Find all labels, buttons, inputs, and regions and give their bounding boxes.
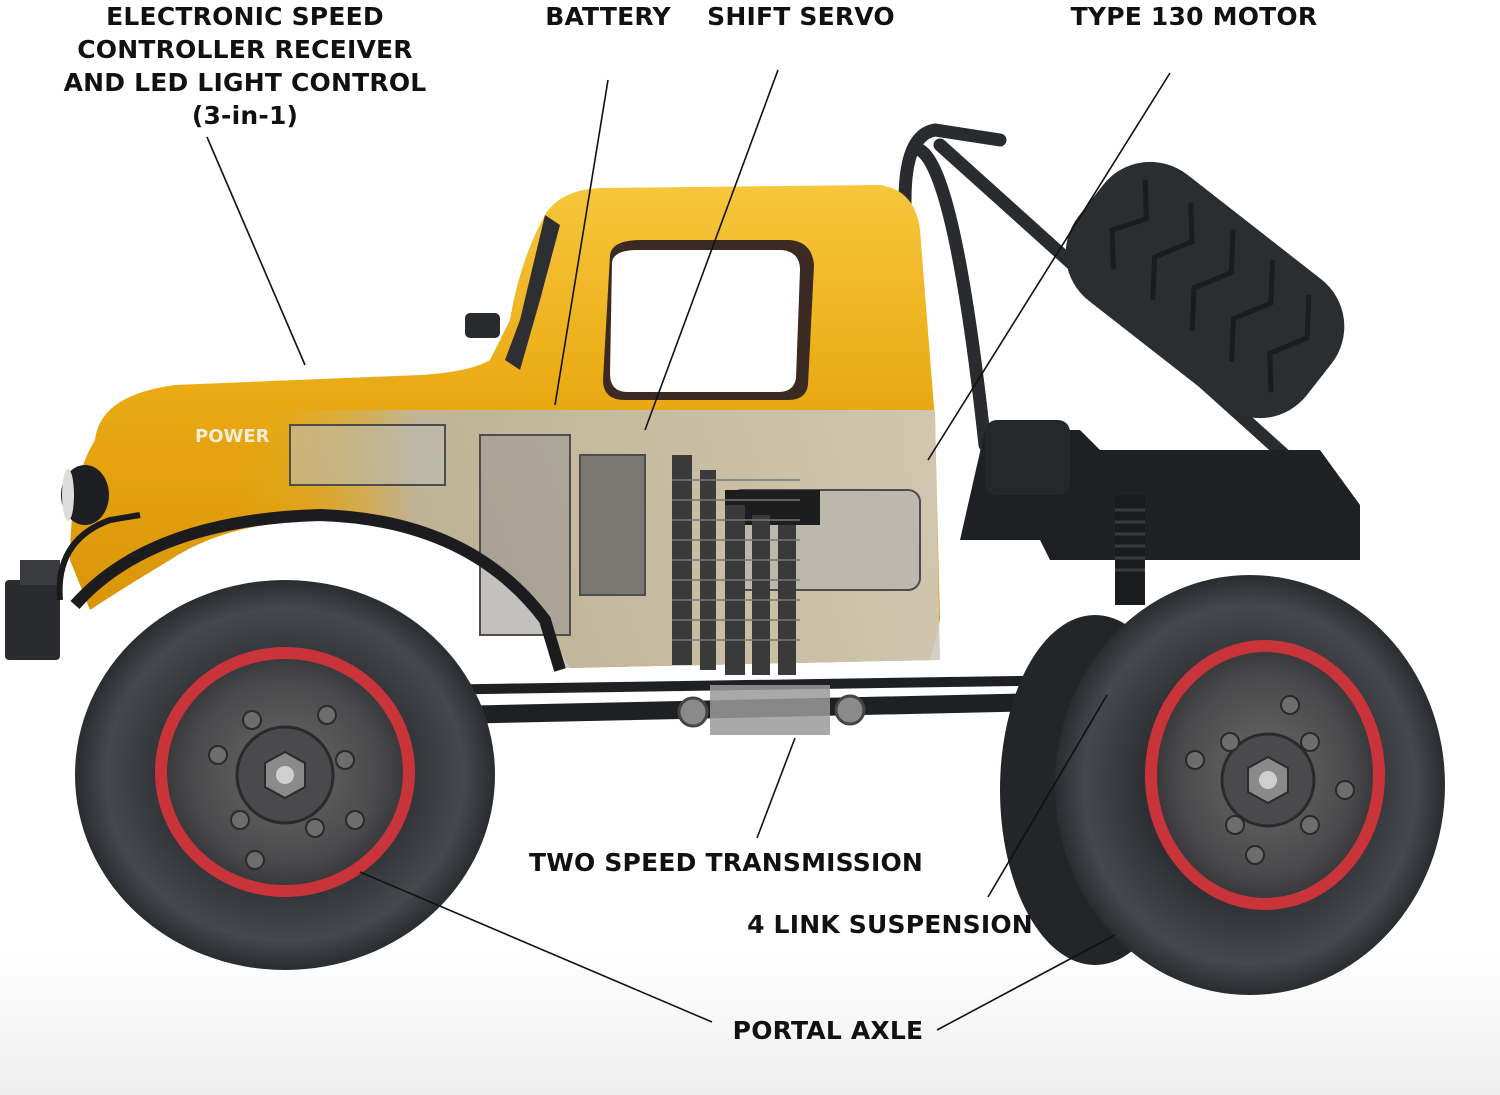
transmission-underside bbox=[710, 685, 830, 735]
side-mirror bbox=[465, 313, 500, 338]
callout-type-130-motor: TYPE 130 MOTOR bbox=[1070, 2, 1318, 31]
callout-shift-servo: SHIFT SERVO bbox=[707, 2, 895, 31]
leader-motor bbox=[927, 72, 1171, 461]
windshield bbox=[505, 215, 560, 370]
front-wheel bbox=[75, 580, 495, 970]
callout-two-speed-transmission: TWO SPEED TRANSMISSION bbox=[528, 848, 924, 877]
callout-esc-line-1: ELECTRONIC SPEED bbox=[106, 2, 384, 31]
rear-shock bbox=[1115, 495, 1145, 605]
front-bumper bbox=[5, 580, 60, 660]
link-rod-ends bbox=[677, 694, 866, 728]
callout-4-link-suspension: 4 LINK SUSPENSION bbox=[747, 910, 1033, 939]
leader-suspension bbox=[987, 694, 1108, 898]
leader-portal-axle-rear bbox=[936, 934, 1116, 1031]
leader-shift-servo bbox=[644, 69, 779, 431]
rear-wheel bbox=[1055, 575, 1445, 995]
leader-battery bbox=[554, 79, 609, 406]
callout-battery: BATTERY bbox=[545, 2, 671, 31]
spare-tire bbox=[1065, 161, 1345, 419]
callout-esc-line-4: (3-in-1) bbox=[191, 101, 299, 130]
exhaust-box bbox=[985, 420, 1070, 495]
callout-portal-axle: PORTAL AXLE bbox=[732, 1016, 924, 1045]
leader-esc bbox=[206, 136, 306, 366]
headlight bbox=[61, 465, 109, 525]
callout-esc-receiver-led: ELECTRONIC SPEED CONTROLLER RECEIVER AND… bbox=[40, 0, 450, 132]
callout-esc-line-3: AND LED LIGHT CONTROL bbox=[63, 68, 427, 97]
leader-transmission bbox=[756, 737, 796, 839]
hood-badge: POWER bbox=[195, 426, 270, 447]
leader-portal-axle-front bbox=[359, 871, 713, 1023]
callout-esc-line-2: CONTROLLER RECEIVER bbox=[77, 35, 413, 64]
front-fender bbox=[70, 508, 566, 672]
leader-lines bbox=[206, 69, 1171, 1031]
